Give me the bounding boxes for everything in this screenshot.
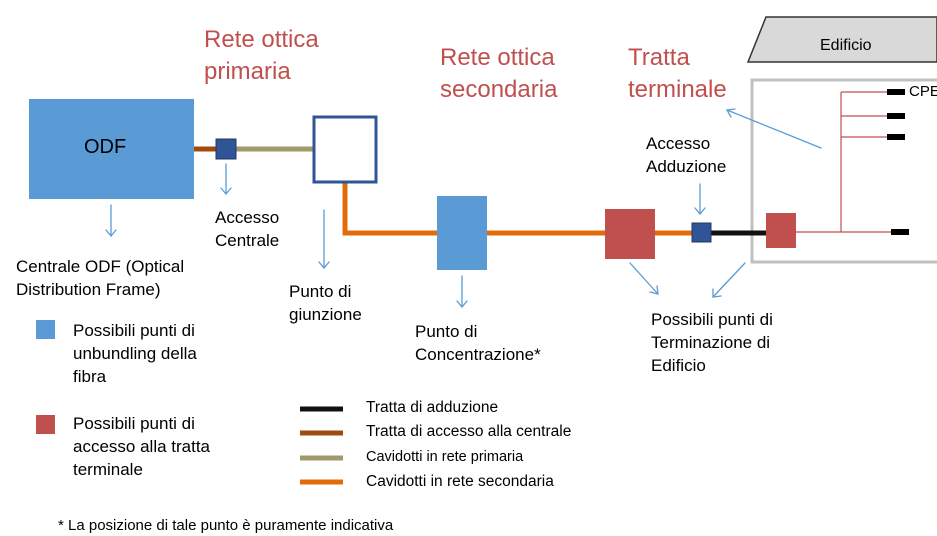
building-wiring	[796, 91, 891, 233]
key-blue-label: Possibili punti di unbundling della fibr…	[73, 321, 197, 386]
building-outline	[750, 78, 937, 264]
terminazione-label: Possibili punti di Terminazione di Edifi…	[651, 310, 773, 375]
odf-caption: Centrale ODF (Optical Distribution Frame…	[16, 257, 185, 299]
key-red-swatch	[36, 415, 55, 434]
legend-secondaria-label: Cavidotti in rete secondaria	[366, 473, 554, 490]
punto-concentrazione-node	[437, 196, 487, 270]
title-secondary-network: Rete ottica secondaria	[440, 44, 558, 103]
cpe-label: CPE	[909, 83, 937, 100]
title-terminal-segment: Tratta terminale	[628, 44, 727, 103]
accesso-centrale-node	[215, 138, 237, 160]
secondary-cable	[342, 182, 692, 236]
punto-concentrazione-label: Punto di Concentrazione*	[415, 322, 541, 364]
punto-giunzione-label: Punto di giunzione	[289, 282, 362, 324]
footnote: * La posizione di tale punto è puramente…	[58, 517, 394, 534]
accesso-centrale-label: Accesso Centrale	[215, 208, 280, 250]
legend-accesso-label: Tratta di accesso alla centrale	[366, 423, 572, 440]
title-primary-network: Rete ottica primaria	[204, 26, 319, 85]
legend-primaria-label: Cavidotti in rete primaria	[366, 449, 524, 465]
punto-giunzione-node	[312, 115, 378, 184]
line-legend-swatches	[300, 406, 343, 485]
building-termination-red-box	[766, 213, 796, 248]
accesso-adduzione-node	[691, 222, 712, 243]
odf-label: ODF	[84, 136, 127, 158]
building-label: Edificio	[820, 37, 872, 54]
legend-adduzione-label: Tratta di adduzione	[366, 399, 499, 416]
terminal-access-red-box	[605, 209, 655, 259]
building-roof	[746, 16, 937, 63]
key-blue-swatch	[36, 320, 55, 339]
cpe-terminals	[887, 89, 909, 235]
accesso-adduzione-label: Accesso Adduzione	[646, 134, 727, 176]
pointer-arrows	[105, 108, 822, 309]
odf-box	[29, 99, 194, 199]
key-red-label: Possibili punti di accesso alla tratta t…	[73, 414, 211, 479]
